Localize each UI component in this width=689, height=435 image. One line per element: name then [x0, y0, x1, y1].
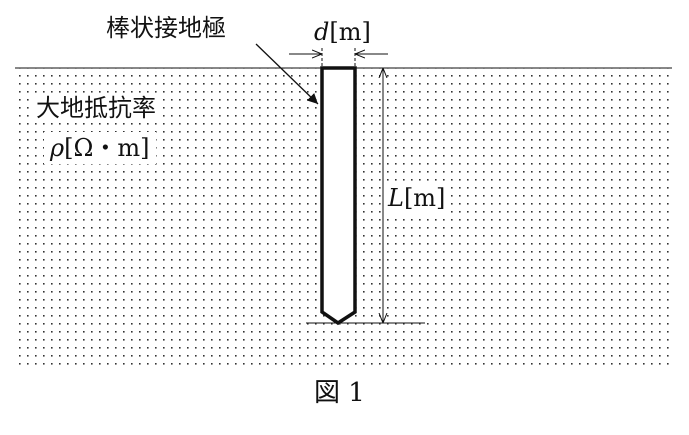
resistivity-symbol: ρ — [50, 134, 65, 162]
electrode-label: 棒状接地極 — [106, 14, 226, 42]
length-unit: [m] — [403, 184, 446, 212]
diameter-unit: [m] — [329, 18, 371, 46]
diameter-label: d[m] — [314, 20, 371, 44]
ground-rod — [320, 66, 357, 326]
length-label: L[m] — [386, 182, 448, 214]
resistivity-symbol-label: ρ[Ω・m] — [44, 132, 156, 164]
length-symbol: L — [388, 184, 404, 212]
figure-caption: 図 1 — [314, 378, 365, 408]
resistivity-name: 大地抵抗率 — [32, 94, 160, 122]
electrode-leader-arrow — [255, 43, 319, 105]
resistivity-unit: [Ω・m] — [64, 134, 150, 162]
diameter-symbol: d — [314, 18, 330, 46]
